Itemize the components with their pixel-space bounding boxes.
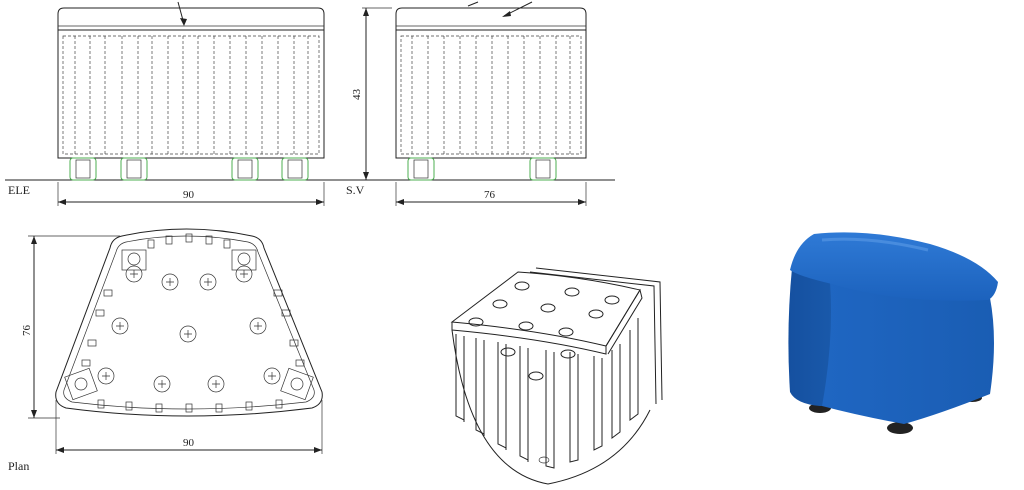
iso-slats (455, 318, 639, 469)
plan-clips (81, 233, 305, 413)
elevation-slats (74, 36, 309, 154)
side-width-label: 76 (484, 189, 496, 201)
elevation-feet (69, 157, 309, 181)
side-slats (411, 36, 571, 154)
elevation-title: ELE (8, 183, 30, 197)
iso-top-plate (450, 271, 641, 347)
plan-holes (97, 265, 281, 393)
isometric-frame-view (450, 267, 663, 485)
iso-holes (468, 281, 620, 381)
side-view-title: S.V (346, 183, 365, 197)
side-body (395, 29, 587, 159)
elevation-cushion (57, 7, 325, 30)
side-feet (407, 157, 557, 181)
stool-side-face (788, 268, 836, 406)
front-elevation-view: 90 ELE (5, 1, 615, 206)
elevation-body (57, 29, 325, 159)
plan-view: 76 90 Plan (8, 228, 323, 473)
stool-front-face (822, 282, 994, 424)
side-cushion (395, 7, 587, 30)
plan-depth-label: 76 (21, 325, 33, 337)
plan-title: Plan (8, 459, 29, 473)
elevation-width-label: 90 (183, 189, 195, 201)
stool-top-face (790, 232, 998, 301)
stool-foot-front (887, 422, 913, 434)
rendered-stool (788, 232, 998, 434)
plan-outline (55, 228, 323, 417)
plan-width-label: 90 (183, 437, 195, 449)
side-view: 43 76 S.V (346, 1, 587, 206)
side-height-label: 43 (351, 89, 363, 101)
